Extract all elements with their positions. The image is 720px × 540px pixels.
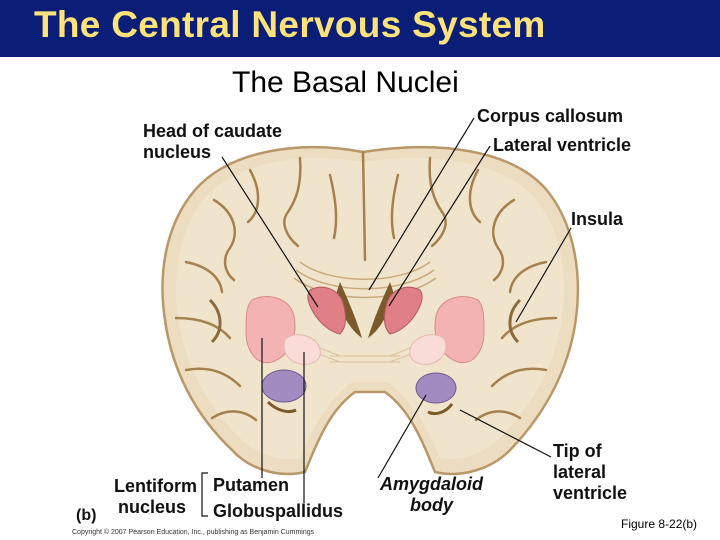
label-lentiform-nucleus: Lentiform nucleus	[114, 476, 197, 518]
lateral-ventricle-left	[336, 282, 362, 338]
copyright-notice: Copyright © 2007 Pearson Education, Inc.…	[72, 529, 315, 536]
label-corpus-callosum: Corpus callosum	[477, 106, 624, 126]
leader-lentiform-bracket	[201, 472, 208, 517]
label-amygdaloid-line2: body	[410, 495, 453, 515]
corpus-callosum	[293, 261, 437, 299]
lateral-ventricle-right	[368, 282, 394, 338]
label-lentiform-line1: Lentiform	[114, 476, 197, 496]
slide-subtitle: The Basal Nuclei	[232, 66, 459, 99]
label-head-of-caudate: Head of caudate nucleus	[143, 121, 282, 163]
slide-header: The Central Nervous System	[0, 0, 720, 57]
label-head-of-caudate-line2: nucleus	[143, 142, 212, 162]
putamen-left	[245, 296, 296, 364]
slide-title: The Central Nervous System	[34, 4, 546, 45]
leader-corpus-callosum	[368, 117, 475, 291]
cortex-band	[175, 158, 565, 460]
leader-head-of-caudate	[221, 156, 319, 308]
putamen-right	[434, 296, 485, 364]
label-tip-of-lateral-ventricle: Tip of lateral ventricle	[553, 441, 627, 504]
gyri-folds	[174, 150, 558, 422]
temporal-horn-right	[427, 403, 454, 416]
globus-pallidus-left	[283, 334, 321, 365]
label-tip-line2: lateral	[553, 462, 607, 482]
figure-reference: Figure 8-22(b)	[621, 517, 698, 531]
label-lentiform-line2: nucleus	[118, 497, 187, 517]
label-insula: Insula	[571, 209, 624, 229]
temporal-horn-left	[266, 400, 297, 414]
label-putamen: Putamen	[213, 475, 290, 495]
leader-lateral-ventricle	[388, 145, 491, 307]
panel-label: (b)	[76, 507, 97, 524]
label-amygdaloid-line1: Amygdaloid	[380, 474, 484, 494]
label-amygdaloid-body: Amygdaloid body	[380, 474, 483, 516]
label-tip-line1: Tip of	[553, 441, 602, 461]
leader-lines	[201, 117, 572, 517]
amygdaloid-body-left	[261, 369, 307, 403]
caudate-left	[307, 286, 346, 335]
insula-left-fold	[208, 298, 222, 344]
amygdaloid-body-right	[415, 372, 457, 404]
insula-right-fold	[508, 298, 522, 344]
leader-insula	[515, 227, 572, 323]
leader-amygdaloid	[377, 394, 427, 479]
label-head-of-caudate-line1: Head of caudate	[143, 121, 283, 141]
globus-pallidus-right	[409, 334, 447, 365]
leader-tip-lateral-ventricle	[459, 409, 552, 458]
label-lateral-ventricle: Lateral ventricle	[493, 135, 632, 155]
label-tip-line3: ventricle	[553, 483, 628, 503]
label-globuspallidus: Globuspallidus	[213, 501, 344, 521]
